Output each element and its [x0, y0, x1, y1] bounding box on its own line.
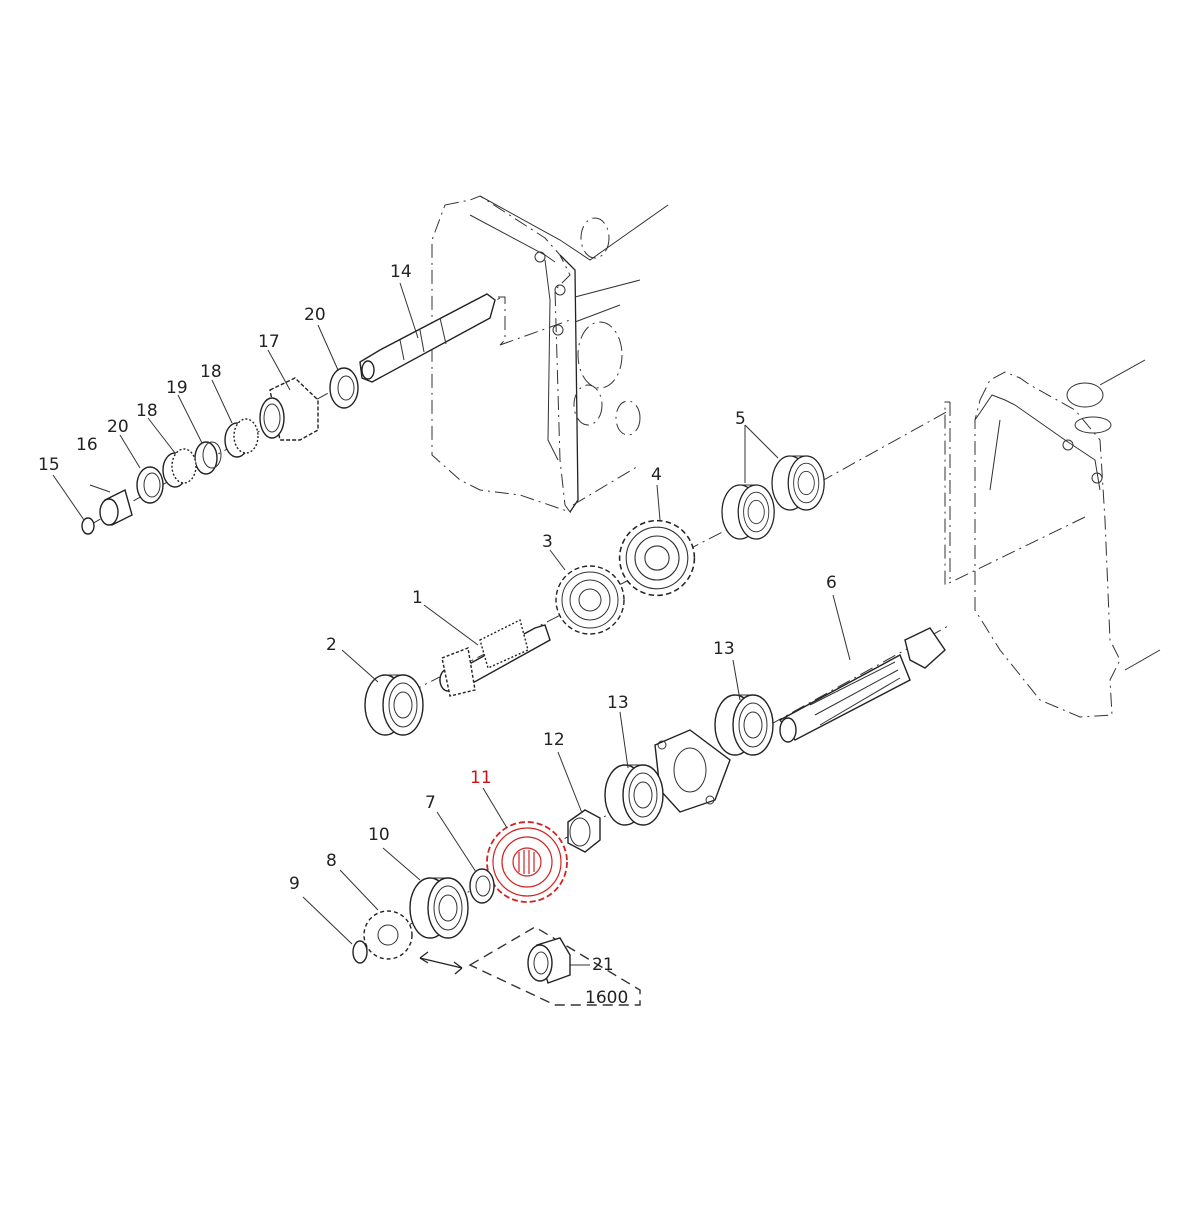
snap-ring-15: [81, 517, 95, 535]
callout-13-left[interactable]: 13: [607, 693, 629, 713]
transmission-housing-upper: [431, 195, 669, 513]
spacer-collar-21: [527, 937, 571, 984]
upper-shaft-assembly: [81, 293, 501, 535]
callout-17[interactable]: 17: [258, 332, 280, 352]
callout-11-highlighted[interactable]: 11: [470, 768, 492, 788]
ball-bearing-5b: [771, 455, 825, 511]
callout-labels: 14 20 17 18 19 18 20 16 15 1 2 3 4 5 6 1…: [38, 262, 837, 1008]
collar-16: [99, 488, 133, 527]
callout-7[interactable]: 7: [425, 793, 436, 813]
ball-bearing-10: [409, 877, 469, 939]
callout-20-upper[interactable]: 20: [304, 305, 326, 325]
middle-shaft-assembly: [364, 409, 951, 736]
callout-8[interactable]: 8: [326, 851, 337, 871]
leader-lines: [52, 282, 851, 966]
thrust-washer-20-upper: [329, 367, 359, 409]
lower-shaft-assembly: [352, 624, 951, 1006]
callout-9[interactable]: 9: [289, 874, 300, 894]
callout-3[interactable]: 3: [542, 532, 553, 552]
callout-2[interactable]: 2: [326, 635, 337, 655]
lock-nut-12: [567, 809, 601, 853]
spacer-19: [194, 441, 222, 475]
shaft-14: [359, 293, 496, 383]
callout-5[interactable]: 5: [735, 409, 746, 429]
snap-ring-9: [352, 940, 368, 964]
spur-gear-3: [555, 565, 625, 635]
callout-4[interactable]: 4: [651, 465, 662, 485]
callout-13-right[interactable]: 13: [713, 639, 735, 659]
needle-bearing-18a: [162, 448, 197, 488]
transmission-housing-right: [944, 359, 1161, 718]
ball-bearing-13a: [604, 764, 664, 826]
ball-bearing-13b: [714, 694, 774, 756]
callout-21[interactable]: 21: [592, 955, 614, 975]
callout-18-right[interactable]: 18: [200, 362, 222, 382]
gear-11-highlighted: [486, 821, 568, 903]
thrust-washer-20-lower: [136, 466, 164, 504]
callout-12[interactable]: 12: [543, 730, 565, 750]
gear-8: [363, 910, 413, 960]
callout-15[interactable]: 15: [38, 455, 60, 475]
callout-10[interactable]: 10: [368, 825, 390, 845]
input-shaft-1: [438, 618, 551, 697]
bevel-pinion-shaft-6: [778, 627, 946, 743]
cluster-gear-17: [259, 377, 319, 441]
needle-bearing-18b: [224, 418, 259, 458]
callout-14[interactable]: 14: [390, 262, 412, 282]
callout-1[interactable]: 1: [412, 588, 423, 608]
variant-label-1600: 1600: [585, 988, 628, 1008]
spur-gear-4: [618, 519, 696, 597]
washer-7: [469, 868, 495, 904]
callout-20-lower[interactable]: 20: [107, 417, 129, 437]
ball-bearing-2: [364, 674, 424, 736]
callout-18-left[interactable]: 18: [136, 401, 158, 421]
flange-plate: [654, 729, 731, 813]
callout-16[interactable]: 16: [76, 435, 98, 455]
ball-bearing-5a: [721, 484, 775, 540]
callout-6[interactable]: 6: [826, 573, 837, 593]
callout-19[interactable]: 19: [166, 378, 188, 398]
